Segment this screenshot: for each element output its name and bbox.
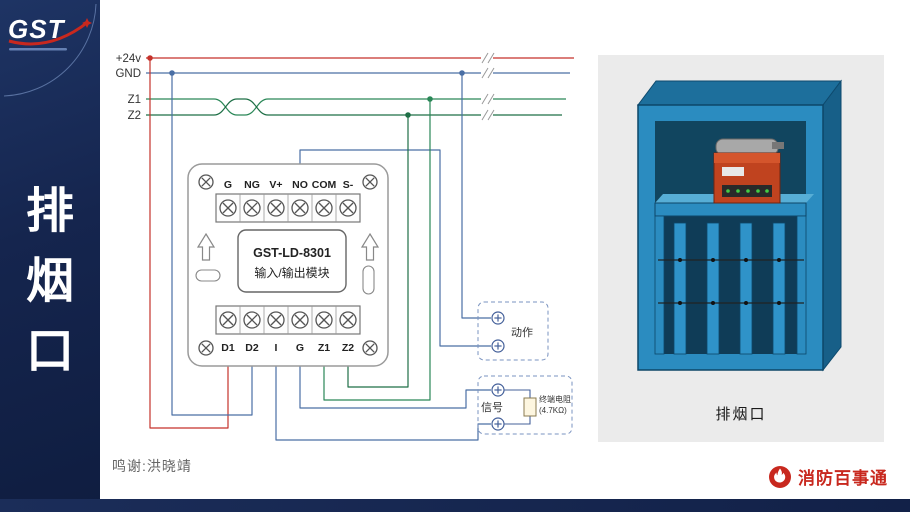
module-top-terminal-labels: G NG V+ NO COM S- — [224, 179, 354, 191]
bus-break-marks — [481, 52, 495, 121]
wire-z1-bus — [146, 98, 566, 116]
wire-z2-to-module — [347, 115, 409, 388]
wire-24v-to-d1 — [149, 58, 229, 429]
signal-terminal-icon — [491, 383, 505, 397]
resistor-leads — [504, 389, 531, 425]
signal-device-box: 信号 终端电阻 (4.7KΩ) — [477, 375, 573, 435]
flame-icon — [769, 465, 791, 488]
module-top-terminal-strip — [215, 193, 361, 223]
wiring-diagram: +24v GND Z1 Z2 — [115, 52, 574, 441]
action-terminal-icon — [491, 311, 505, 325]
bottom-terminal-label: G — [296, 342, 304, 354]
module-slot — [195, 269, 221, 282]
top-terminal-label: NG — [244, 179, 260, 191]
wire-gnd-to-action — [461, 73, 491, 319]
junction-dots — [147, 55, 465, 118]
wire-z2-bus — [146, 98, 562, 116]
wire-i-to-signal — [275, 366, 491, 441]
footer-bar — [0, 499, 910, 512]
up-arrow-icon — [196, 232, 216, 261]
top-terminal-label: NO — [292, 179, 308, 191]
sidebar: GST 排 烟 口 — [0, 0, 100, 512]
up-arrow-icon — [360, 232, 380, 261]
vertical-title-char: 排 — [25, 185, 74, 238]
signal-terminal-icon — [491, 417, 505, 431]
product-photo-panel: 排烟口 — [598, 55, 884, 442]
bus-label-z1: Z1 — [128, 94, 141, 106]
gst-logo-swoosh — [8, 20, 89, 46]
bottom-terminal-label: D2 — [245, 342, 259, 354]
top-terminal-label: V+ — [269, 179, 282, 191]
resistor-label-2: (4.7KΩ) — [539, 406, 567, 415]
top-terminal-label: COM — [312, 179, 337, 191]
module-bottom-terminal-strip — [215, 305, 361, 335]
vent-actuator — [713, 138, 784, 204]
resistor-label-1: 终端电阻 — [539, 394, 571, 404]
vent-louvers — [654, 215, 807, 355]
signal-label: 信号 — [481, 401, 503, 414]
bottom-terminal-label: D1 — [221, 342, 235, 354]
bottom-terminal-label: Z2 — [342, 342, 354, 354]
credit-text: 鸣谢:洪晓靖 — [112, 458, 192, 474]
bottom-terminal-label: Z1 — [318, 342, 330, 354]
module-subtitle: 输入/输出模块 — [254, 265, 329, 280]
io-module: G NG V+ NO COM S- — [187, 163, 389, 367]
gst-logo-star-icon — [82, 18, 92, 28]
vent-top-face — [637, 80, 842, 106]
brand-name: 消防百事通 — [798, 469, 888, 488]
terminal-resistor — [523, 397, 537, 417]
photo-caption: 排烟口 — [715, 406, 767, 423]
gst-logo-subtext-bar — [9, 48, 67, 51]
gst-logo: GST — [6, 12, 94, 61]
wire-no-to-action — [299, 149, 491, 347]
module-model: GST-LD-8301 — [253, 246, 331, 260]
smoke-vent-photo — [637, 79, 842, 372]
action-label: 动作 — [511, 326, 533, 339]
bus-labels: +24v GND Z1 Z2 — [115, 53, 141, 122]
wire-z1-to-module — [323, 99, 431, 401]
action-device-box: 动作 — [477, 301, 549, 361]
top-terminal-label: G — [224, 179, 232, 191]
bus-label-gnd: GND — [115, 68, 141, 80]
bus-label-24v: +24v — [116, 53, 142, 65]
vertical-title: 排 烟 口 — [0, 188, 100, 376]
vertical-title-char: 烟 — [25, 255, 74, 308]
wire-gnd-to-d2 — [171, 73, 253, 416]
vent-shelf-front — [654, 202, 807, 217]
vent-right-face — [822, 79, 842, 372]
bottom-terminal-label: I — [275, 342, 278, 354]
brand-logo: 消防百事通 — [768, 464, 888, 489]
corner-arc-decoration — [3, 3, 97, 97]
module-bottom-terminal-labels: D1 D2 I G Z1 Z2 — [221, 342, 354, 354]
bus-label-z2: Z2 — [128, 110, 141, 122]
wire-g-to-signal — [299, 366, 491, 409]
bus-lines — [146, 57, 574, 116]
module-slot — [362, 265, 375, 295]
vertical-title-char: 口 — [25, 325, 74, 378]
top-terminal-label: S- — [343, 179, 354, 191]
action-terminal-icon — [491, 339, 505, 353]
connection-wires — [149, 58, 491, 441]
module-name-plate: GST-LD-8301 输入/输出模块 — [237, 229, 347, 293]
